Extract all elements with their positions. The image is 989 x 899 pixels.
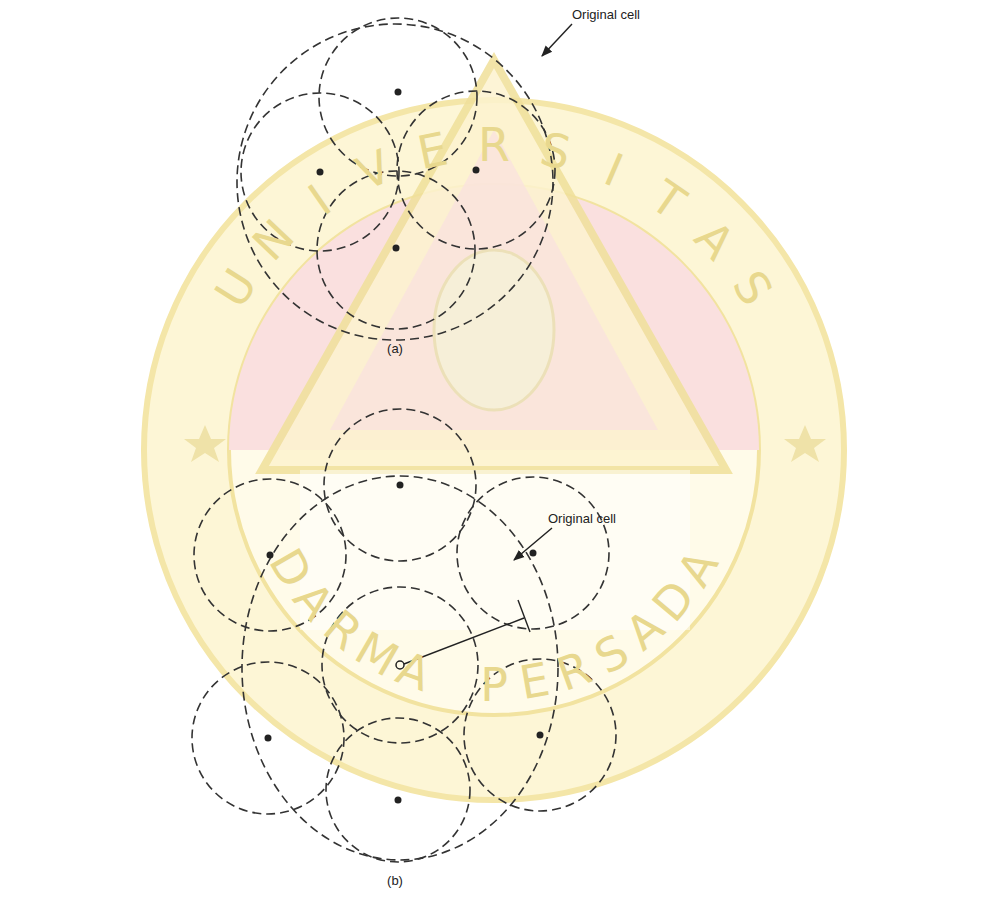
original-cell-a <box>237 24 553 340</box>
subfigure-label: (a) <box>387 342 403 356</box>
callout-label: Original cell <box>572 8 640 22</box>
radius-line <box>404 618 524 664</box>
leader-line <box>542 24 572 56</box>
callout-label: Original cell <box>548 512 616 526</box>
subfigure-label: (b) <box>387 874 403 888</box>
leader-line <box>514 528 552 560</box>
original-cell-b <box>242 476 558 860</box>
